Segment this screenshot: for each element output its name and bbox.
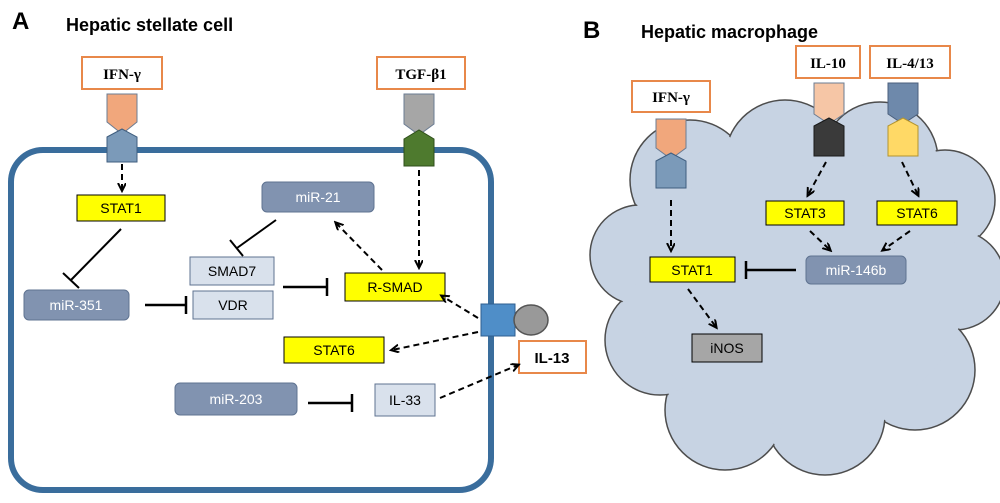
il10-receptor [813, 117, 845, 157]
inhibit-mir203-il33 [308, 394, 354, 412]
inhibit-stat1-mir351 [62, 228, 122, 289]
mir146b-node [805, 255, 907, 285]
il10-ligand-box [795, 45, 861, 79]
ifn-gamma-ligand-label-b: IFN-γ [652, 90, 690, 106]
panel-b: B Hepatic macrophage [583, 17, 1000, 476]
inos-node [691, 333, 763, 363]
stat6-label-a: STAT6 [313, 342, 355, 358]
il413-receptor [887, 117, 919, 157]
inhibit-mir21-smad7 [229, 219, 277, 257]
panel-a-letter: A [12, 8, 29, 35]
smad7-node [189, 256, 275, 286]
mir203-label: miR-203 [210, 391, 263, 407]
inhibit-mir351-vdr [145, 296, 188, 314]
tgf-beta1-receptor [403, 129, 435, 167]
mir21-node [261, 181, 375, 213]
inhibit-mir146b-stat1 [744, 261, 796, 279]
il13-ligand-label: IL-13 [534, 350, 569, 367]
ifn-gamma-ligand-shape [106, 93, 138, 135]
arrow-il10-to-stat3 [808, 161, 827, 195]
il13-receptor-cap [513, 304, 549, 336]
inhibit-smad7-rsmad [283, 278, 329, 296]
ifn-gamma-ligand-label: IFN-γ [103, 67, 141, 83]
stat6-node-b [876, 200, 958, 226]
ifn-gamma-receptor-b [655, 152, 687, 189]
stat1-node [76, 194, 166, 222]
macrophage-interior [591, 101, 1000, 474]
arrow-stat6-to-mir146b [883, 230, 911, 250]
arrow-il13r-to-stat6 [392, 331, 479, 350]
il413-ligand-label: IL-4/13 [886, 56, 934, 72]
arrow-stat3-to-mir146b [809, 230, 830, 250]
panel-b-letter: B [583, 17, 600, 44]
arrow-stat1-to-inos [687, 288, 716, 327]
mir351-label: miR-351 [50, 297, 103, 313]
smad7-label: SMAD7 [208, 263, 256, 279]
stat6-node-a [283, 336, 385, 364]
tgf-beta1-ligand-box [376, 56, 466, 90]
arrow-il33-to-il13 [439, 365, 518, 399]
arrow-il13r-to-rsmad [442, 296, 479, 319]
inos-label: iNOS [710, 340, 743, 356]
ifn-gamma-receptor [106, 128, 138, 163]
il10-ligand-label: IL-10 [810, 56, 846, 72]
stat6-label-b: STAT6 [896, 205, 938, 221]
il13-receptor [480, 303, 516, 337]
ifn-gamma-ligand-shape-b [655, 118, 687, 160]
mir21-label: miR-21 [295, 189, 340, 205]
stat1-node-b [649, 256, 736, 283]
ifn-gamma-ligand-box-b [631, 80, 711, 113]
stat1-label-b: STAT1 [671, 262, 713, 278]
il10-ligand-shape [813, 82, 845, 125]
stat3-label: STAT3 [784, 205, 826, 221]
il413-ligand-box [869, 45, 951, 79]
mir203-node [174, 382, 298, 416]
il413-ligand-shape [887, 82, 919, 125]
vdr-node [192, 290, 274, 320]
panel-a-title: Hepatic stellate cell [66, 15, 233, 35]
vdr-label: VDR [218, 297, 248, 313]
panel-a: A Hepatic stellate cell IFN-γ TGF-β1 IL-… [8, 8, 587, 493]
ifn-gamma-ligand-box [81, 56, 163, 90]
il33-node [374, 383, 436, 417]
tgf-beta1-ligand-label: TGF-β1 [395, 67, 446, 83]
panel-b-title: Hepatic macrophage [641, 22, 818, 42]
stat1-label: STAT1 [100, 200, 142, 216]
tgf-beta1-ligand-shape [403, 93, 435, 136]
il13-ligand-box [518, 340, 587, 374]
il33-label: IL-33 [389, 392, 421, 408]
rsmad-node [344, 272, 446, 302]
arrow-il413-to-stat6 [901, 161, 918, 195]
rsmad-label: R-SMAD [367, 279, 422, 295]
stat3-node [765, 200, 845, 226]
mir351-node [23, 289, 130, 321]
arrow-rsmad-to-mir21 [336, 223, 383, 271]
mir146b-label: miR-146b [826, 262, 887, 278]
